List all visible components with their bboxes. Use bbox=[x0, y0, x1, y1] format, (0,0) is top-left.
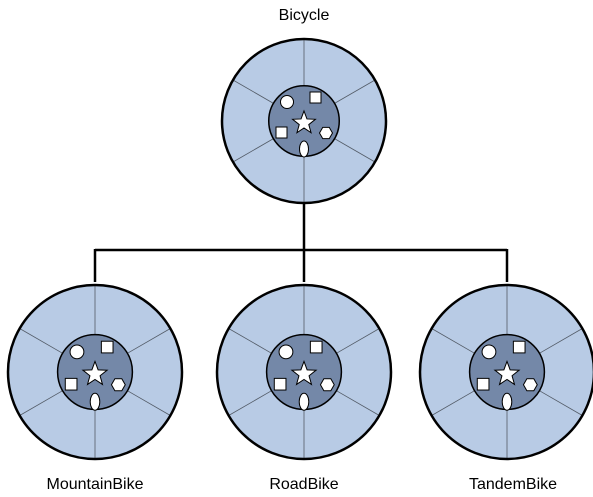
wheel-spoke bbox=[431, 390, 475, 416]
wheel-spoke bbox=[431, 328, 475, 354]
circle-icon bbox=[280, 95, 294, 109]
node-label-tandembike: TandemBike bbox=[468, 476, 558, 493]
square-icon bbox=[309, 340, 323, 354]
wheel-spoke bbox=[539, 328, 583, 354]
wheel-spoke bbox=[228, 390, 272, 416]
square-icon bbox=[275, 126, 288, 139]
star-icon bbox=[493, 359, 521, 386]
node-roadbike bbox=[215, 283, 393, 461]
square-icon bbox=[309, 91, 322, 104]
node-label-roadbike: RoadBike bbox=[269, 476, 339, 493]
hexagon-icon bbox=[110, 378, 126, 392]
star-icon bbox=[290, 359, 318, 386]
wheel-spoke bbox=[127, 328, 171, 354]
wheel-spoke bbox=[19, 328, 63, 354]
wheel-spoke bbox=[232, 138, 274, 163]
connector-lines bbox=[93, 202, 509, 282]
square-icon bbox=[100, 340, 114, 354]
wheel-spoke bbox=[228, 328, 272, 354]
circle-icon bbox=[69, 344, 85, 360]
wheel-spoke bbox=[334, 79, 376, 104]
wheel-spoke bbox=[336, 390, 380, 416]
oval-icon bbox=[299, 140, 309, 158]
wheel-spoke bbox=[334, 138, 376, 163]
node-mountainbike bbox=[6, 283, 184, 461]
node-label-mountainbike: MountainBike bbox=[46, 476, 144, 493]
circle-icon bbox=[481, 344, 497, 360]
circle-icon bbox=[278, 344, 294, 360]
node-bicycle bbox=[220, 37, 388, 205]
hexagon-icon bbox=[318, 126, 334, 140]
square-icon bbox=[476, 377, 490, 391]
wheel-spoke bbox=[19, 390, 63, 416]
wheel-spoke bbox=[336, 328, 380, 354]
node-group bbox=[6, 37, 593, 461]
hexagon-icon bbox=[319, 378, 335, 392]
oval-icon bbox=[89, 392, 101, 411]
wheel-spoke bbox=[127, 390, 171, 416]
square-icon bbox=[64, 377, 78, 391]
square-icon bbox=[512, 340, 526, 354]
oval-icon bbox=[298, 392, 310, 411]
hexagon-icon bbox=[522, 378, 538, 392]
square-icon bbox=[273, 377, 287, 391]
star-icon bbox=[81, 359, 109, 386]
oval-icon bbox=[501, 392, 513, 411]
wheel-spoke bbox=[232, 79, 274, 104]
wheel-spoke bbox=[539, 390, 583, 416]
node-tandembike bbox=[418, 283, 593, 461]
node-label-bicycle: Bicycle bbox=[278, 7, 330, 24]
star-icon bbox=[291, 109, 317, 134]
